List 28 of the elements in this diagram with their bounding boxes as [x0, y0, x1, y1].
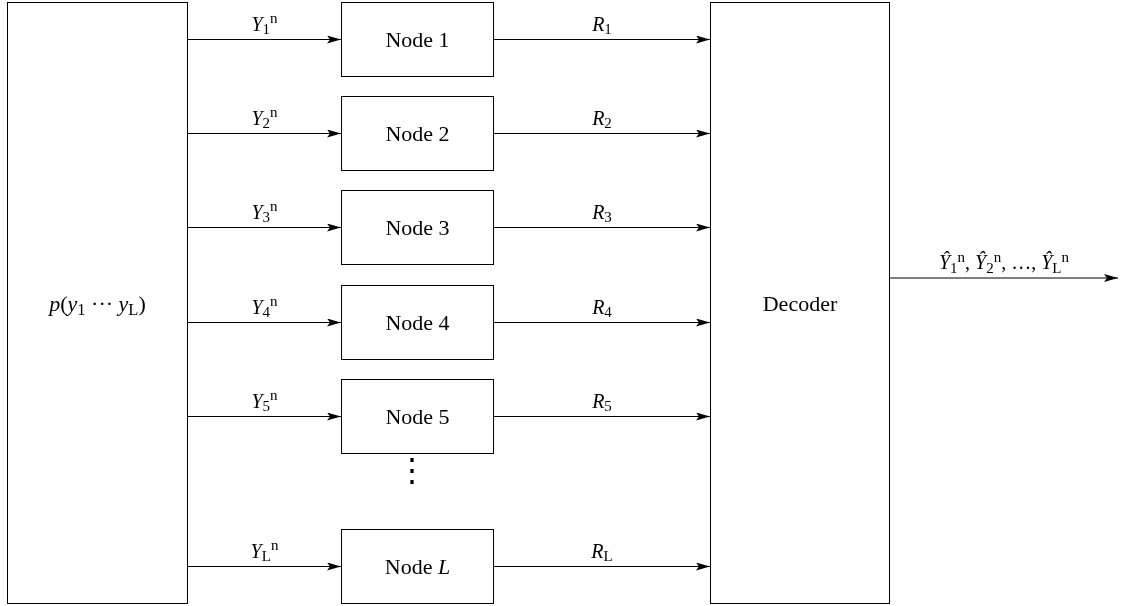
node-box: Node 2 [341, 96, 494, 171]
arrow [493, 35, 711, 44]
node-box: Node 5 [341, 379, 494, 454]
arrow [493, 562, 711, 571]
arrow [493, 412, 711, 421]
vertical-ellipsis: ⋮ [396, 454, 428, 486]
arrow [493, 318, 711, 327]
node-box: Node 1 [341, 2, 494, 77]
arrow [187, 223, 342, 232]
edge-label: R$_{1}$ [592, 13, 612, 34]
node-box: Node 4 [341, 285, 494, 360]
node-box: Node L [341, 529, 494, 604]
arrow [493, 223, 711, 232]
edge-label: R$_{3}$ [592, 201, 612, 222]
arrow [889, 274, 1119, 282]
arrow [187, 412, 342, 421]
edge-label: R$_{L}$ [591, 540, 613, 561]
arrow [187, 35, 342, 44]
decoder-box: Decoder [710, 2, 890, 604]
node-box: Node 3 [341, 190, 494, 265]
edge-label: R$_{2}$ [592, 107, 612, 128]
edge-label: R$_{4}$ [592, 296, 612, 317]
arrow [187, 129, 342, 138]
edge-label: R$_{5}$ [592, 390, 612, 411]
source-box: p(y$_{1}$ ··· y$_{L}$) [7, 2, 188, 604]
arrow [493, 129, 711, 138]
arrow [187, 318, 342, 327]
arrow [187, 562, 342, 571]
